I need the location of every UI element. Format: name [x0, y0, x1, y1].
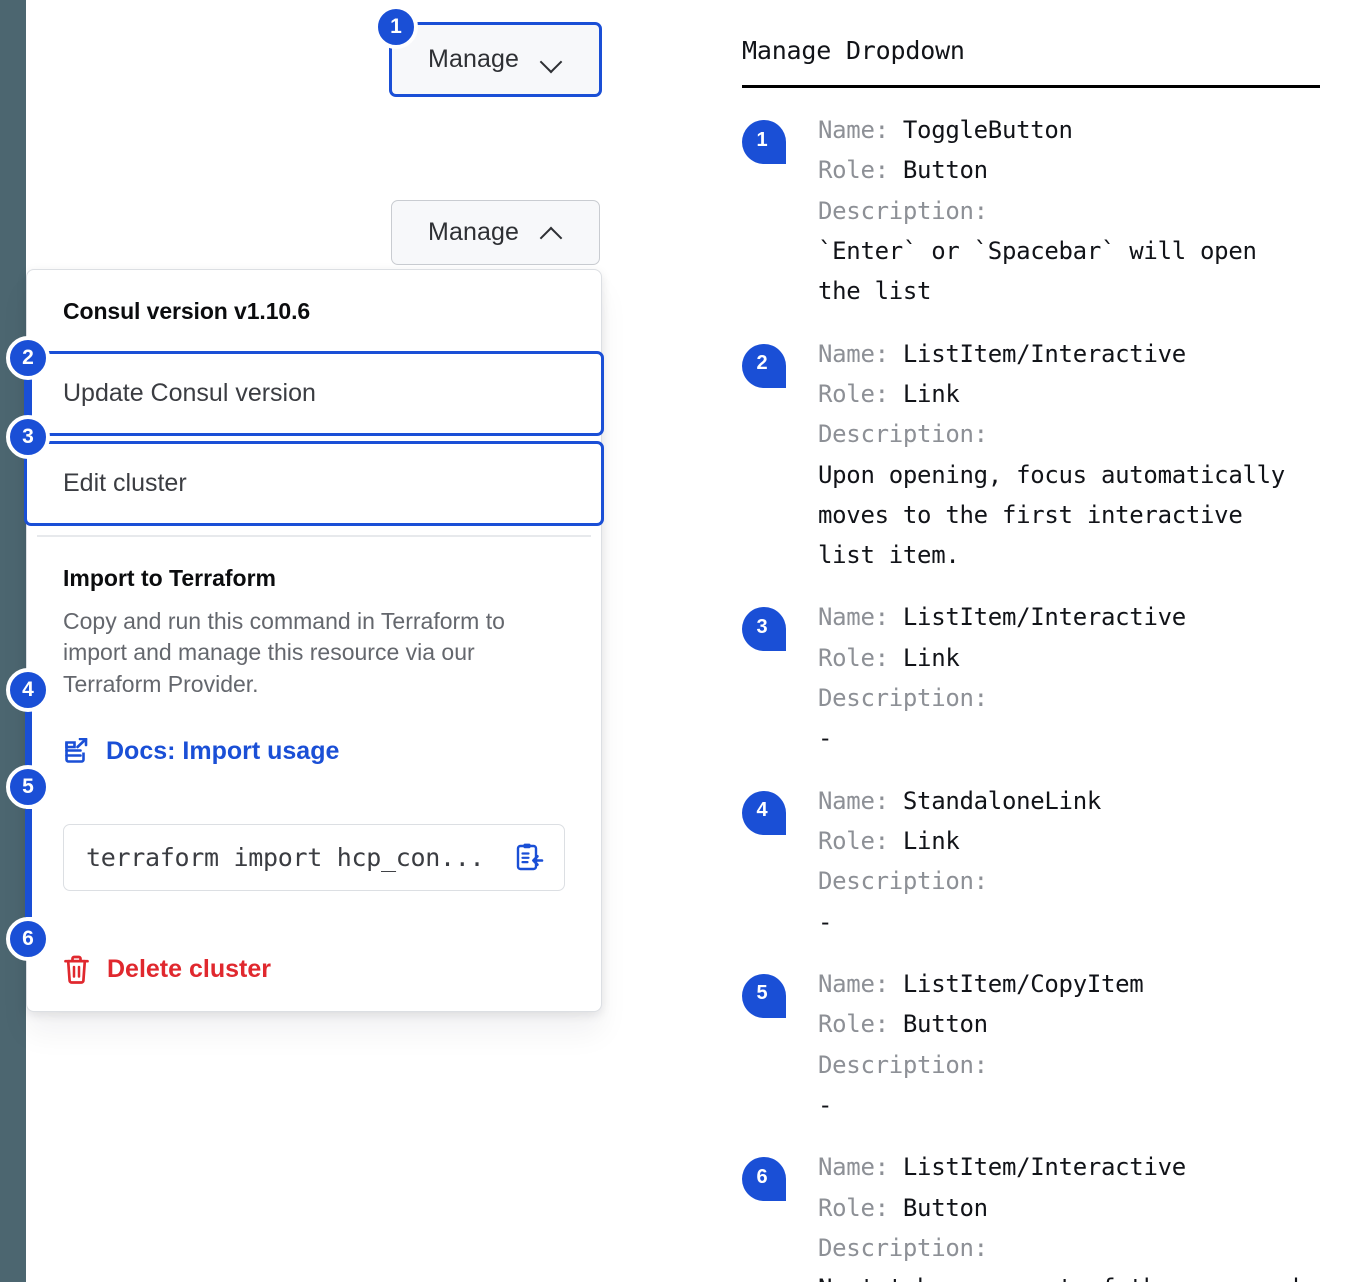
legend-entry: 4 Name: StandaloneLink Role: Link Descri…: [742, 781, 1320, 942]
docs-import-usage-link[interactable]: Docs: Import usage: [27, 715, 601, 788]
legend-name-label: Name:: [818, 603, 889, 632]
menu-item-edit-cluster-label: Edit cluster: [63, 468, 187, 497]
legend-role-value: Link: [902, 643, 960, 672]
marker-5: 5: [6, 765, 50, 809]
legend-description-value: Upon opening, focus automatically moves …: [818, 460, 1285, 570]
chevron-down-icon: [541, 53, 563, 66]
legend-role-value: Button: [902, 156, 988, 185]
import-to-terraform-description: Copy and run this command in Terraform t…: [63, 607, 505, 697]
delete-cluster-label: Delete cluster: [107, 954, 271, 983]
legend-entry: 5 Name: ListItem/CopyItem Role: Button D…: [742, 964, 1320, 1125]
marker-1: 1: [374, 5, 418, 49]
import-to-terraform-title: Import to Terraform: [63, 564, 276, 591]
legend-role-label: Role:: [818, 643, 889, 672]
copy-to-clipboard-icon[interactable]: [513, 842, 544, 873]
terraform-command-copy-item[interactable]: terraform import hcp_con...: [27, 802, 601, 917]
legend-name-label: Name:: [818, 786, 889, 815]
external-link-docs-icon: [63, 737, 89, 765]
docs-import-usage-label: Docs: Import usage: [106, 736, 340, 765]
dropdown-heading: Consul version v1.10.6: [63, 298, 311, 324]
legend-name-value: ListItem/Interactive: [902, 339, 1186, 368]
legend-description-value: Next tab moves out of the menu and to th…: [818, 1268, 1320, 1282]
legend-role-value: Button: [902, 1193, 988, 1222]
legend-role-label: Role:: [818, 156, 889, 185]
left-rail: [0, 0, 26, 1282]
legend-panel: Manage Dropdown 1 Name: ToggleButton Rol…: [742, 36, 1320, 1282]
legend-marker-5: 5: [742, 973, 786, 1018]
badge-connector-2-3: [25, 376, 32, 442]
manage-toggle-button-closed[interactable]: Manage: [389, 22, 602, 97]
manage-toggle-button-open[interactable]: Manage: [391, 200, 600, 265]
menu-item-update-consul-version-label: Update Consul version: [63, 379, 316, 407]
marker-3: 3: [6, 415, 50, 459]
legend-entry: 6 Name: ListItem/Interactive Role: Butto…: [742, 1147, 1320, 1282]
legend-role-value: Link: [902, 827, 960, 855]
legend-description-value: -: [818, 724, 833, 753]
legend-role-value: Link: [902, 379, 960, 408]
import-to-terraform-section: Import to Terraform Copy and run this co…: [27, 537, 601, 701]
legend-name-label: Name:: [818, 116, 889, 144]
legend-description-label: Description:: [818, 420, 988, 449]
legend-description-label: Description:: [818, 684, 988, 713]
legend-description-value: -: [818, 907, 833, 936]
legend-title: Manage Dropdown: [742, 36, 965, 65]
legend-description-value: -: [818, 1090, 833, 1119]
badge-connector-5-6: [25, 809, 32, 917]
legend-entry: 3 Name: ListItem/Interactive Role: Link …: [742, 597, 1320, 758]
manage-button-label: Manage: [428, 45, 519, 73]
menu-item-edit-cluster[interactable]: Edit cluster: [24, 440, 604, 526]
legend-name-label: Name:: [818, 1153, 889, 1182]
marker-2: 2: [6, 336, 50, 380]
legend-name-value: ToggleButton: [902, 116, 1073, 144]
legend-marker-4: 4: [742, 790, 786, 835]
legend-marker-6: 6: [742, 1157, 786, 1202]
legend-description-label: Description:: [818, 867, 988, 896]
legend-name-label: Name:: [818, 969, 889, 998]
marker-6: 6: [6, 917, 50, 961]
legend-role-label: Role:: [818, 1193, 889, 1222]
menu-item-update-consul-version[interactable]: Update Consul version: [24, 351, 604, 436]
trash-icon: [63, 955, 90, 984]
legend-description-value: `Enter` or `Spacebar` will open the list: [818, 236, 1257, 306]
manage-dropdown-panel: Consul version v1.10.6 Update Consul ver…: [24, 269, 604, 1012]
legend-name-value: ListItem/Interactive: [902, 1153, 1186, 1182]
menu-item-delete-cluster[interactable]: Delete cluster: [27, 931, 601, 1008]
menu-divider: [37, 534, 591, 537]
badge-connector-4-5: [25, 708, 32, 774]
legend-description-label: Description:: [818, 1050, 988, 1079]
legend-description-label: Description:: [818, 196, 988, 225]
terraform-command-text: terraform import hcp_con...: [86, 842, 485, 872]
legend-name-label: Name:: [818, 339, 889, 368]
legend-role-label: Role:: [818, 379, 889, 408]
legend-role-label: Role:: [818, 827, 889, 855]
legend-name-value: StandaloneLink: [902, 786, 1101, 815]
legend-role-label: Role:: [818, 1010, 889, 1039]
legend-entry-list: 1 Name: ToggleButton Role: Button Descri…: [742, 110, 1320, 1282]
terraform-command-box[interactable]: terraform import hcp_con...: [63, 823, 565, 891]
legend-name-value: ListItem/Interactive: [902, 603, 1186, 632]
legend-role-value: Button: [902, 1010, 988, 1039]
legend-entry: 2 Name: ListItem/Interactive Role: Link …: [742, 334, 1320, 576]
legend-marker-1: 1: [742, 120, 786, 164]
legend-name-value: ListItem/CopyItem: [902, 969, 1144, 998]
legend-marker-2: 2: [742, 343, 786, 388]
legend-rule: [742, 85, 1320, 88]
legend-marker-3: 3: [742, 607, 786, 652]
marker-4: 4: [6, 668, 50, 712]
legend-entry: 1 Name: ToggleButton Role: Button Descri…: [742, 110, 1320, 312]
manage-button-open-label: Manage: [428, 218, 519, 246]
chevron-up-icon: [541, 226, 563, 239]
legend-description-label: Description:: [818, 1233, 988, 1262]
